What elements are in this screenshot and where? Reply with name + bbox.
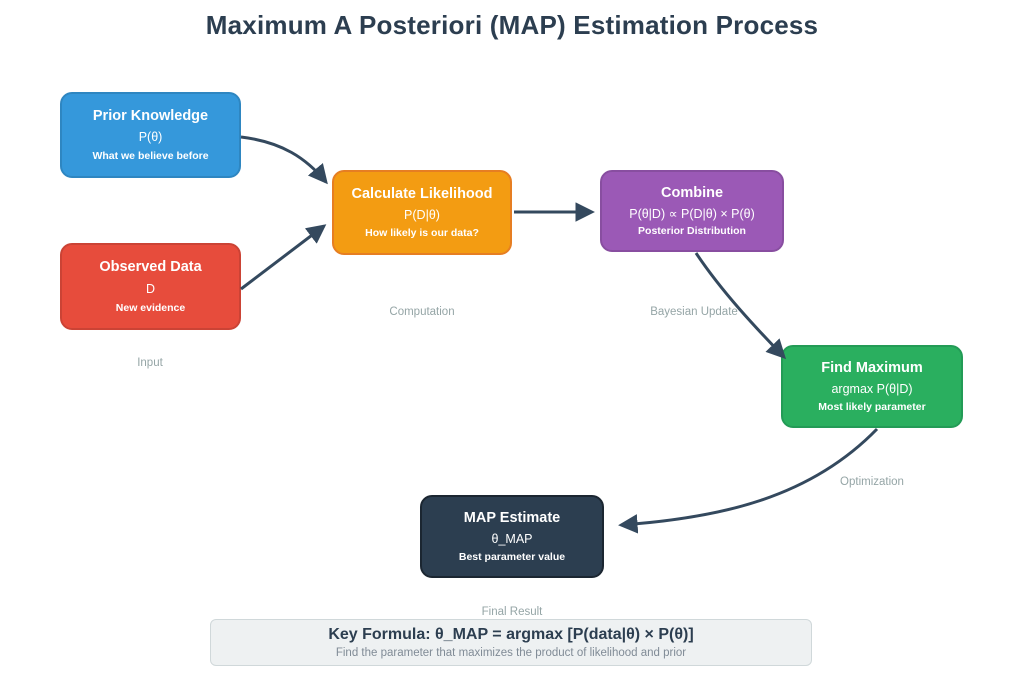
node-title: Combine (660, 184, 724, 201)
node-title: Observed Data (99, 259, 202, 276)
node-calculate-likelihood: Calculate Likelihood P(D|θ) How likely i… (332, 170, 512, 255)
node-title: Calculate Likelihood (351, 185, 493, 202)
node-subtitle: Posterior Distribution (638, 225, 746, 238)
stage-label-input: Input (137, 357, 163, 369)
node-subtitle: What we believe before (92, 150, 209, 162)
arrow-maximum-to-estimate (618, 427, 879, 534)
node-observed-data: Observed Data D New evidence (60, 243, 241, 330)
arrow-prior-to-likelihood (240, 135, 328, 185)
node-title: MAP Estimate (463, 510, 561, 527)
node-subtitle: How likely is our data? (365, 227, 479, 240)
stage-label-final-result: Final Result (481, 606, 543, 618)
stage-label-bayesian-update: Bayesian Update (650, 306, 738, 318)
node-formula: D (145, 281, 156, 296)
node-formula: P(θ) (138, 130, 163, 144)
node-subtitle: Most likely parameter (818, 400, 926, 413)
page-title: Maximum A Posteriori (MAP) Estimation Pr… (205, 10, 819, 40)
node-subtitle: New evidence (115, 301, 186, 314)
key-formula-subtitle: Find the parameter that maximizes the pr… (335, 647, 687, 659)
arrow-combine-to-maximum (694, 252, 787, 360)
node-prior-knowledge: Prior Knowledge P(θ) What we believe bef… (60, 92, 241, 178)
node-combine: Combine P(θ|D) ∝ P(D|θ) × P(θ) Posterior… (600, 170, 784, 252)
node-subtitle: Best parameter value (458, 550, 566, 563)
node-formula: θ_MAP (491, 531, 533, 546)
node-title: Find Maximum (821, 360, 923, 377)
node-title: Prior Knowledge (92, 108, 209, 124)
node-formula: P(θ|D) ∝ P(D|θ) × P(θ) (629, 206, 755, 221)
arrow-observed-to-likelihood (240, 224, 327, 291)
node-map-estimate: MAP Estimate θ_MAP Best parameter value (420, 495, 604, 578)
node-formula: argmax P(θ|D) (831, 381, 913, 396)
stage-label-optimization: Optimization (840, 476, 904, 488)
node-find-maximum: Find Maximum argmax P(θ|D) Most likely p… (781, 345, 963, 428)
key-formula-panel: Key Formula: θ_MAP = argmax [P(data|θ) ×… (210, 619, 812, 666)
node-formula: P(D|θ) (404, 207, 440, 222)
stage-label-computation: Computation (389, 306, 455, 318)
key-formula-text: Key Formula: θ_MAP = argmax [P(data|θ) ×… (328, 626, 694, 643)
